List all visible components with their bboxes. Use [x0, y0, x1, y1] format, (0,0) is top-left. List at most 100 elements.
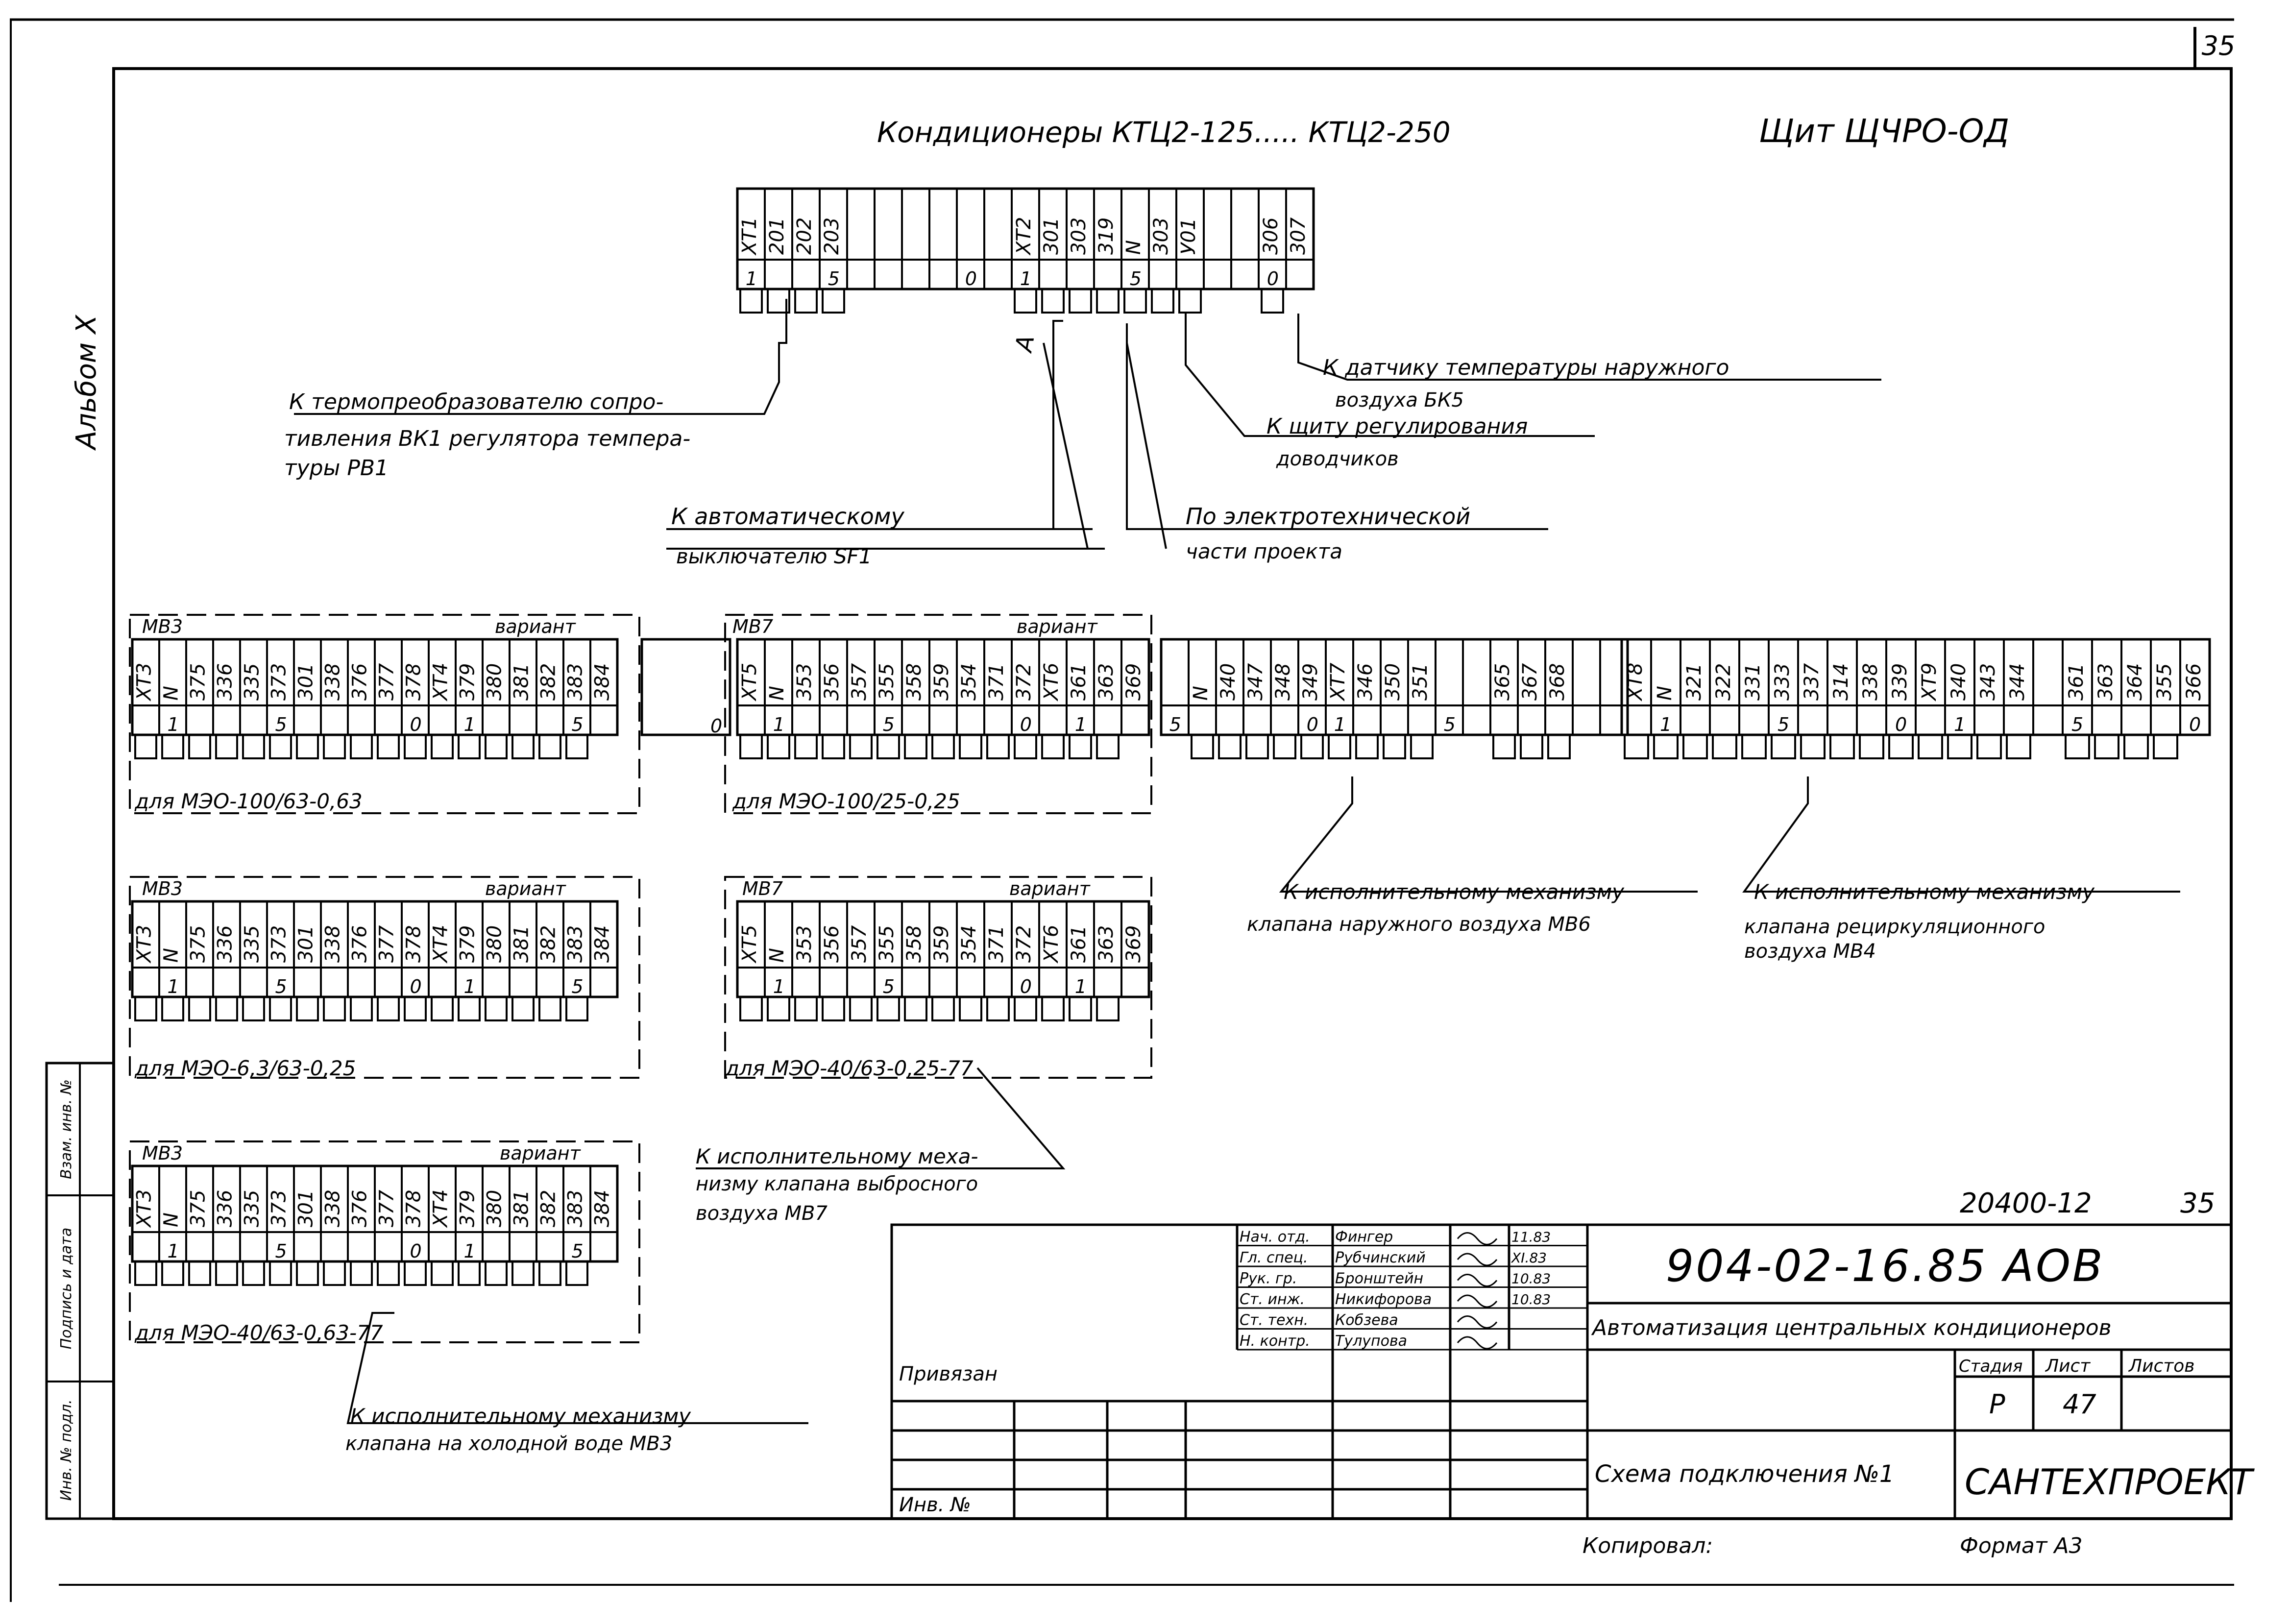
mv3-strip-1-terminal-7: 338: [321, 663, 344, 701]
title-block: [890, 1223, 2233, 1520]
mv6-strip-tap: [1492, 734, 1516, 759]
mv6-strip-terminal-8: 350: [1382, 663, 1404, 701]
mv3-strip-2-tap: [269, 996, 292, 1021]
mv6-strip-tap: [1355, 734, 1379, 759]
top-strip-terminal-14: N: [1122, 240, 1145, 255]
mv3-strip-1-terminal-5: 373: [268, 663, 290, 701]
label-thermo-2: тивления ВК1 регулятора темпера-: [284, 426, 690, 451]
top-strip-tap: [1069, 288, 1092, 314]
mv4-strip-tap: [2153, 734, 2178, 759]
mv3-strip-1-tap: [296, 734, 319, 759]
org-name: САНТЕХПРОЕКТ: [1965, 1461, 2255, 1503]
mv3-strip-3-tap: [242, 1260, 265, 1286]
mv7-strip-1-terminal-2: 353: [793, 663, 816, 701]
top-strip-mark-10: 1: [1020, 268, 1032, 290]
mv3-strip-3-mark-5: 5: [275, 1240, 287, 1262]
mv3-strip-2-terminal-9: 377: [375, 925, 398, 963]
mv7-strip-2-mark-5: 5: [883, 976, 895, 997]
mv7-strip-1-terminal-7: 359: [930, 663, 953, 701]
mv7-strip-2-terminal-1: N: [766, 948, 788, 963]
mv3-strip-2-terminal-4: 335: [241, 925, 263, 963]
mv4-strip-tap: [2094, 734, 2119, 759]
mv4-strip-terminal-2: 321: [1683, 663, 1705, 701]
mv4-strip-tap: [1712, 734, 1737, 759]
stage-value: Р: [1989, 1389, 2005, 1420]
mv7-strip-1-tap: [1069, 734, 1092, 759]
top-strip-terminal-0: ХТ1: [738, 217, 761, 256]
mv7-strip-1-tap: [986, 734, 1010, 759]
top-strip-terminal-20: 307: [1287, 217, 1310, 255]
signature-mark: [1457, 1253, 1498, 1266]
code-top: 20400-12: [1960, 1188, 2092, 1219]
label-thermo-3: туры РВ1: [284, 456, 389, 481]
label-mech-exhaust-2: низму клапана выбросного: [696, 1173, 978, 1195]
mv7-strip-1-terminal-10: 372: [1013, 663, 1035, 701]
format-label: Формат А3: [1960, 1533, 2083, 1558]
mv6-strip-mark-6: 1: [1334, 714, 1346, 735]
signature-mark: [1457, 1232, 1498, 1245]
label-electro-2: части проекта: [1186, 539, 1342, 563]
tb-date-3: 10.83: [1511, 1291, 1551, 1308]
mv3-strip-1-mark-12: 1: [464, 714, 476, 735]
top-strip-tap: [739, 288, 763, 314]
mv3-strip-3-terminal-5: 373: [268, 1190, 290, 1227]
mv4-strip-terminal-4: 331: [1742, 663, 1764, 701]
mv3-strip-2-terminal-16: 383: [564, 925, 586, 963]
mv7-strip-2-tap: [1041, 996, 1065, 1021]
drawing-name: Схема подключения №1: [1595, 1460, 1894, 1488]
mv4-strip-tap: [1947, 734, 1972, 759]
doc-code: 904-02-16.85 АОВ: [1666, 1240, 2105, 1292]
leader-lines: [346, 776, 2180, 1424]
mv4-strip-terminal-18: 355: [2153, 663, 2176, 701]
top-strip-terminal-15: 303: [1150, 218, 1172, 255]
mv3-strip-3-terminal-10: 378: [402, 1190, 425, 1227]
mv6-strip-tap: [1383, 734, 1406, 759]
mv3-strip-2-mark-1: 1: [168, 976, 179, 997]
mv7-strip-2-terminal-6: 358: [903, 925, 925, 963]
mv3-strip-3-terminal-6: 301: [294, 1190, 317, 1227]
mv7-strip-2-tap: [739, 996, 763, 1021]
mv7-strip-2-tap: [1069, 996, 1092, 1021]
mv3-strip-3-terminal-1: N: [160, 1212, 182, 1227]
mv3-strip-3-tap: [431, 1260, 454, 1286]
mv3-strip-1-terminal-8: 376: [348, 663, 371, 701]
top-strip-mark-0: 1: [746, 268, 757, 290]
mv3-strip-2-terminal-8: 376: [348, 925, 371, 963]
mv7-strip-1-terminal-13: 363: [1095, 663, 1118, 701]
mv7-strip-2-tap: [822, 996, 845, 1021]
mv7-strip-2-terminal-13: 363: [1095, 925, 1118, 963]
mv7-strip-2-tap: [877, 996, 900, 1021]
mv3-strip-2-mark-10: 0: [410, 976, 422, 997]
mv3-strip-1-tap: [323, 734, 346, 759]
project-name: Автоматизация центральных кондиционеров: [1591, 1315, 2112, 1340]
label-mech-exhaust-1: К исполнительному меха-: [696, 1144, 978, 1168]
mv3-strip-3-terminal-2: 375: [187, 1190, 209, 1227]
mv4-strip-terminal-19: 366: [2183, 663, 2205, 701]
mv4-strip-terminal-8: 338: [1859, 663, 1882, 701]
mv3-strip-3-terminal-12: 379: [456, 1190, 479, 1227]
stamp-inv-orig: Инв. № подл.: [58, 1400, 75, 1501]
mv3-strip-2-tap: [350, 996, 373, 1021]
mv6-strip-mark-5: 0: [1307, 714, 1318, 735]
mv3-strip-1-terminal-15: 382: [537, 663, 560, 701]
mv3-variant-3-box: [129, 1140, 640, 1343]
tb-name-0: Фингер: [1335, 1229, 1393, 1246]
mv3-strip-1-terminal-16: 383: [564, 663, 586, 701]
mv3-strip-2-tap: [188, 996, 211, 1021]
mv4-strip-tap: [1800, 734, 1826, 759]
top-strip-mark-14: 5: [1130, 268, 1142, 290]
mv3-strip-3-tap: [350, 1260, 373, 1286]
mv3-variant-1-name: МВ3: [142, 616, 183, 637]
mv6-strip-terminal-3: 347: [1244, 663, 1267, 701]
mv3-strip-1-terminal-11: ХТ4: [429, 663, 452, 702]
mv3-strip-2-terminal-5: 373: [268, 925, 290, 963]
mv7-variant-1-label: вариант: [1017, 616, 1098, 637]
mv6-strip-tap: [1218, 734, 1242, 759]
top-strip-terminal-1: 201: [766, 218, 788, 255]
mv7-strip-2-tap: [904, 996, 927, 1021]
